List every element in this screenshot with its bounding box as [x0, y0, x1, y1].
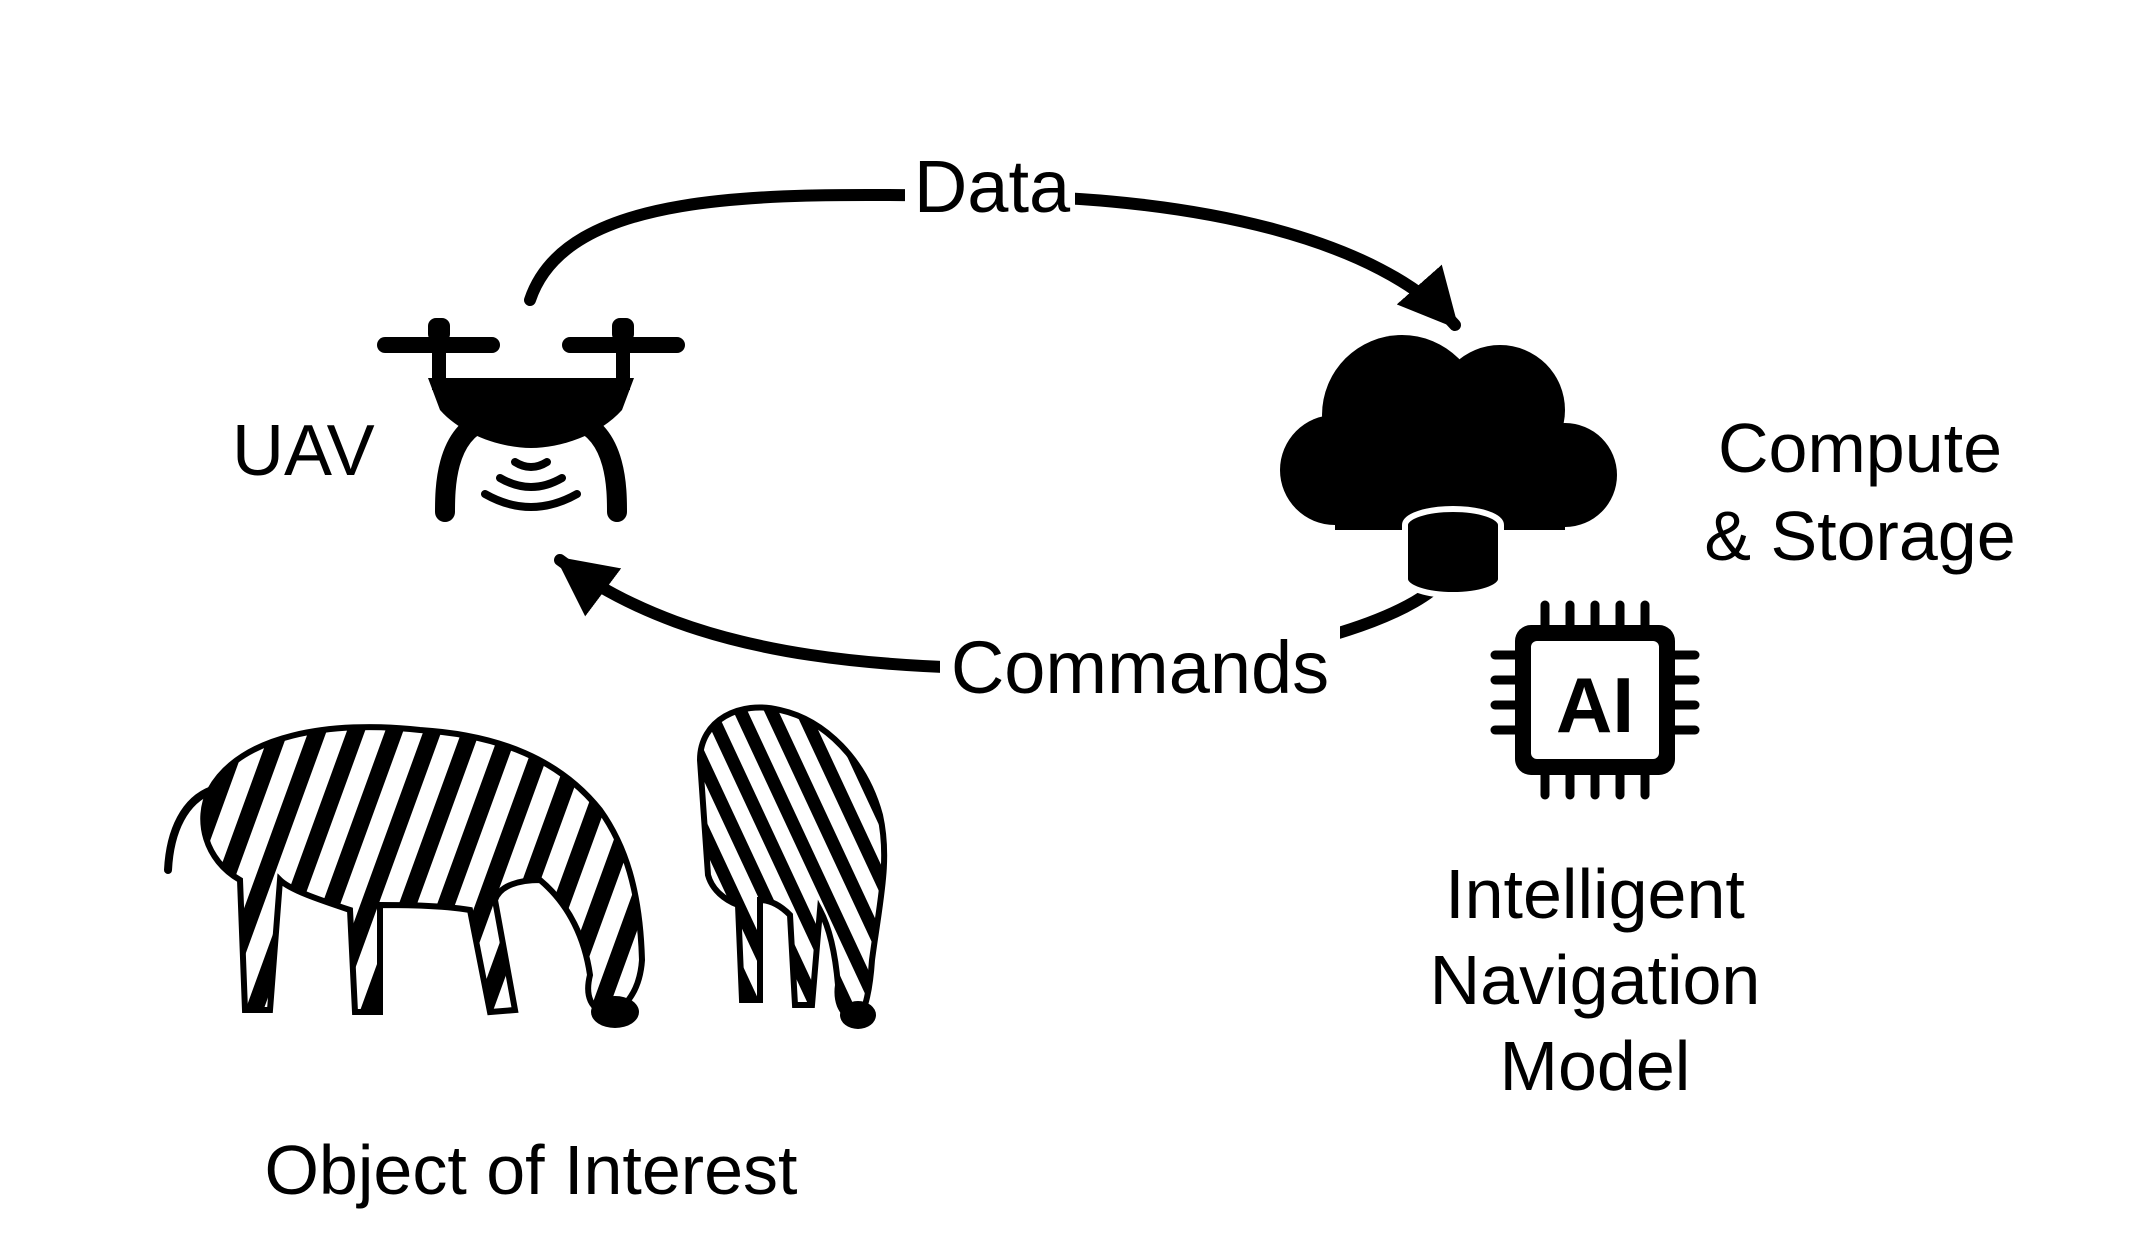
commands-label-bg	[940, 625, 1340, 710]
compute-label-line2: & Storage	[1704, 497, 2015, 575]
model-label-line3: Model	[1500, 1027, 1691, 1105]
drone-icon	[377, 318, 685, 522]
uav-label: UAV	[232, 411, 375, 491]
object-label: Object of Interest	[264, 1131, 797, 1209]
chip-ai-text: AI	[1556, 661, 1634, 749]
data-label-bg	[905, 150, 1075, 230]
commands-edge-label: Commands	[951, 626, 1329, 709]
zebra-1	[164, 724, 646, 1028]
ai-chip-icon: AI	[1490, 600, 1700, 800]
data-edge-label: Data	[914, 145, 1071, 228]
model-label-line1: Intelligent	[1445, 855, 1745, 933]
cloud-database-icon	[1280, 335, 1617, 598]
zebra-2	[696, 704, 888, 1029]
compute-label-line1: Compute	[1718, 409, 2002, 487]
zebra-silhouettes	[164, 704, 888, 1029]
model-label-line2: Navigation	[1430, 941, 1761, 1019]
